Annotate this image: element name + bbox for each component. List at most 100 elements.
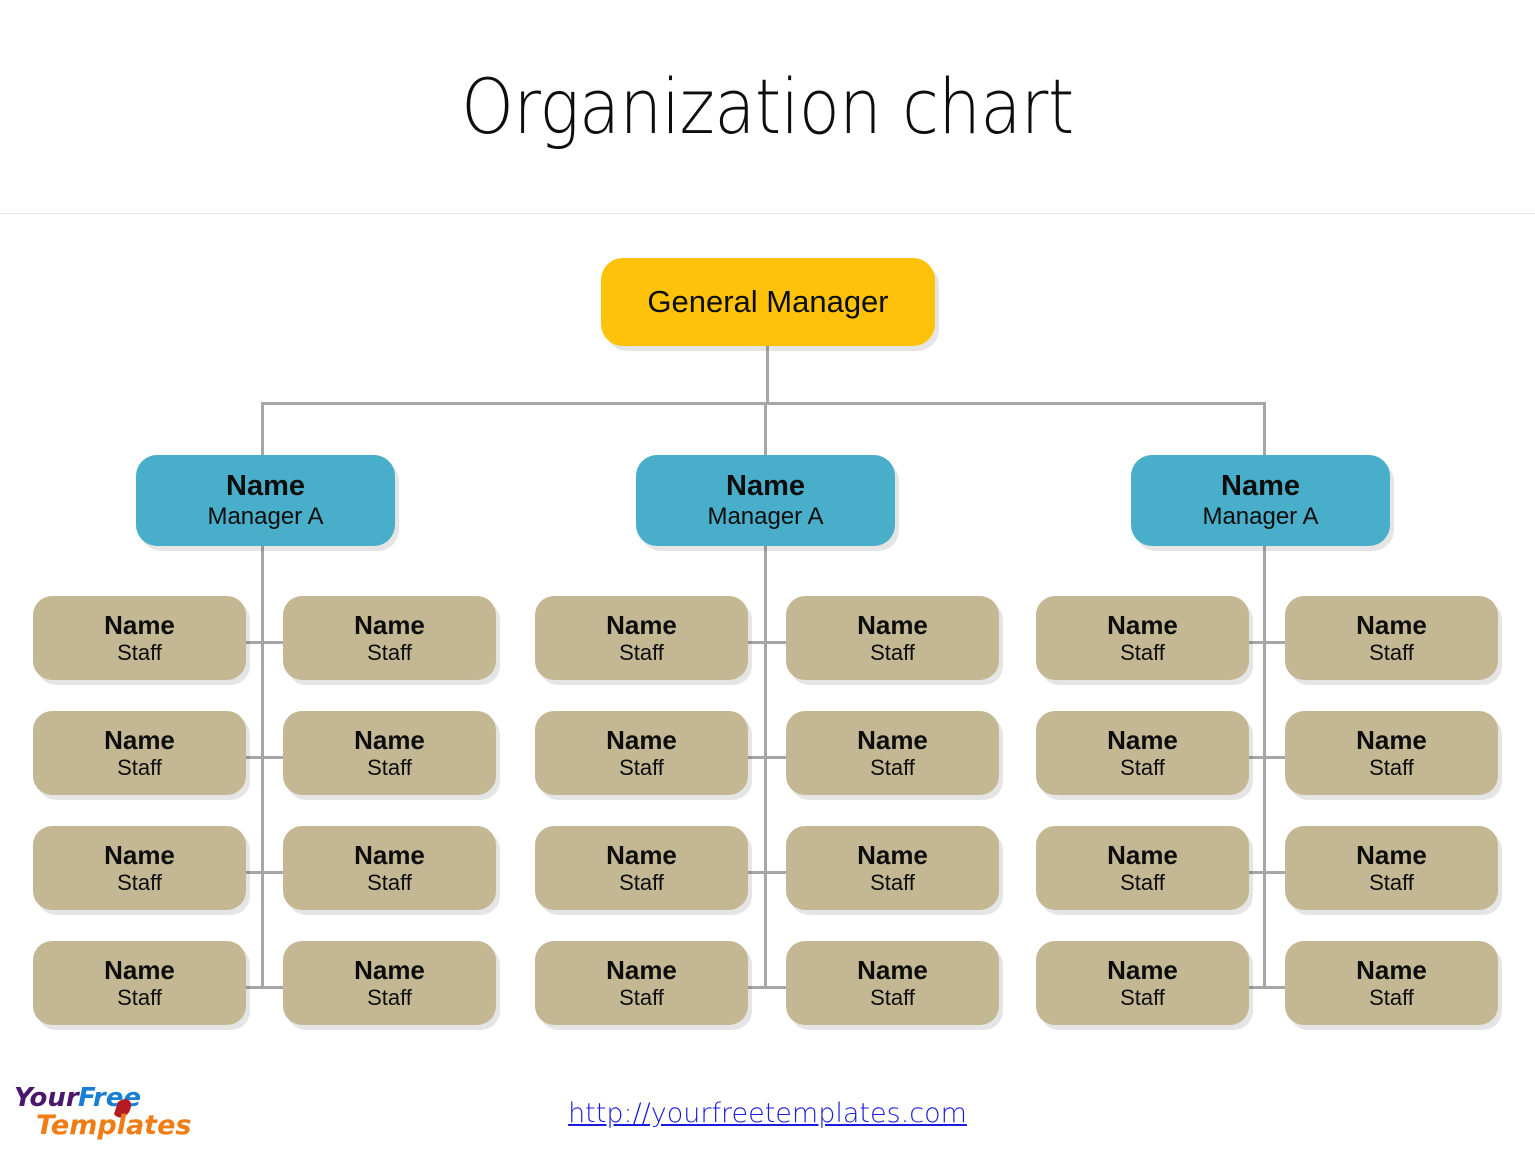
logo-word-free: Free bbox=[78, 1083, 141, 1113]
node-name: Name bbox=[354, 609, 425, 640]
logo-word-templates: Templates bbox=[36, 1110, 191, 1141]
connector-stub-b2-r2 bbox=[743, 756, 789, 759]
node-name: Name bbox=[104, 954, 175, 985]
node-staff-b2-r3[interactable]: Name Staff bbox=[786, 826, 999, 910]
node-name: Name bbox=[1107, 954, 1178, 985]
node-role: Staff bbox=[367, 984, 412, 1010]
node-staff-b3-r3[interactable]: Name Staff bbox=[1285, 826, 1498, 910]
node-staff-b1-r3[interactable]: Name Staff bbox=[283, 826, 496, 910]
node-manager-1[interactable]: Name Manager A bbox=[136, 455, 395, 546]
connector-spine-branch-2 bbox=[764, 545, 767, 988]
node-role: Staff bbox=[1369, 639, 1414, 665]
node-name: Name bbox=[1356, 724, 1427, 755]
node-name: Name bbox=[104, 839, 175, 870]
connector-stub-b2-r4 bbox=[743, 986, 789, 989]
node-role: Staff bbox=[619, 984, 664, 1010]
node-staff-b2-l2[interactable]: Name Staff bbox=[535, 711, 748, 795]
node-role: Staff bbox=[367, 639, 412, 665]
node-name: Name bbox=[1356, 609, 1427, 640]
node-staff-b3-r1[interactable]: Name Staff bbox=[1285, 596, 1498, 680]
connector-gm-down bbox=[766, 346, 769, 404]
node-name: Name bbox=[354, 724, 425, 755]
connector-stub-b3-r3 bbox=[1242, 871, 1288, 874]
logo-artwork: Your Free Templates bbox=[14, 1083, 191, 1141]
node-role: Staff bbox=[619, 869, 664, 895]
connector-drop-branch-2 bbox=[764, 402, 767, 457]
node-name: Name bbox=[726, 470, 805, 503]
connector-drop-branch-3 bbox=[1263, 402, 1266, 457]
node-role: Staff bbox=[619, 639, 664, 665]
connector-stub-b2-r1 bbox=[743, 641, 789, 644]
node-role: Staff bbox=[1369, 754, 1414, 780]
node-staff-b1-r4[interactable]: Name Staff bbox=[283, 941, 496, 1025]
node-name: Name bbox=[606, 954, 677, 985]
node-role: Manager A bbox=[707, 502, 824, 530]
node-staff-b2-r1[interactable]: Name Staff bbox=[786, 596, 999, 680]
node-staff-b2-r4[interactable]: Name Staff bbox=[786, 941, 999, 1025]
site-url-link[interactable]: http://yourfreetemplates.com bbox=[568, 1098, 967, 1129]
node-label: General Manager bbox=[647, 283, 889, 319]
node-manager-3[interactable]: Name Manager A bbox=[1131, 455, 1390, 546]
node-staff-b1-l4[interactable]: Name Staff bbox=[33, 941, 246, 1025]
node-role: Staff bbox=[117, 754, 162, 780]
node-name: Name bbox=[857, 609, 928, 640]
node-role: Staff bbox=[1120, 984, 1165, 1010]
node-role: Staff bbox=[619, 754, 664, 780]
connector-stub-b3-r4 bbox=[1242, 986, 1288, 989]
connector-stub-b1-r2 bbox=[240, 756, 286, 759]
connector-spine-branch-3 bbox=[1263, 545, 1266, 988]
node-role: Staff bbox=[1120, 869, 1165, 895]
node-staff-b1-l3[interactable]: Name Staff bbox=[33, 826, 246, 910]
node-manager-2[interactable]: Name Manager A bbox=[636, 455, 895, 546]
connector-bus bbox=[261, 402, 1266, 405]
connector-stub-b3-r1 bbox=[1242, 641, 1288, 644]
node-name: Name bbox=[354, 954, 425, 985]
node-staff-b1-r1[interactable]: Name Staff bbox=[283, 596, 496, 680]
node-staff-b3-r4[interactable]: Name Staff bbox=[1285, 941, 1498, 1025]
node-staff-b3-r2[interactable]: Name Staff bbox=[1285, 711, 1498, 795]
node-staff-b2-l3[interactable]: Name Staff bbox=[535, 826, 748, 910]
node-staff-b2-r2[interactable]: Name Staff bbox=[786, 711, 999, 795]
node-staff-b1-r2[interactable]: Name Staff bbox=[283, 711, 496, 795]
logo-word-your: Your bbox=[14, 1083, 81, 1113]
node-role: Manager A bbox=[1202, 502, 1319, 530]
node-staff-b3-l3[interactable]: Name Staff bbox=[1036, 826, 1249, 910]
node-name: Name bbox=[1107, 609, 1178, 640]
node-role: Staff bbox=[1369, 869, 1414, 895]
node-role: Staff bbox=[870, 869, 915, 895]
connector-stub-b1-r1 bbox=[240, 641, 286, 644]
node-general-manager[interactable]: General Manager bbox=[601, 258, 935, 346]
node-name: Name bbox=[354, 839, 425, 870]
node-staff-b2-l4[interactable]: Name Staff bbox=[535, 941, 748, 1025]
connector-stub-b3-r2 bbox=[1242, 756, 1288, 759]
node-role: Staff bbox=[870, 639, 915, 665]
connector-stub-b1-r3 bbox=[240, 871, 286, 874]
node-name: Name bbox=[606, 724, 677, 755]
page-title: Organization chart bbox=[461, 62, 1074, 151]
node-role: Staff bbox=[1120, 639, 1165, 665]
title-divider bbox=[0, 213, 1535, 214]
node-name: Name bbox=[606, 839, 677, 870]
connector-stub-b1-r4 bbox=[240, 986, 286, 989]
connector-drop-branch-1 bbox=[261, 402, 264, 457]
node-name: Name bbox=[1356, 954, 1427, 985]
node-role: Staff bbox=[367, 754, 412, 780]
node-name: Name bbox=[104, 724, 175, 755]
node-staff-b2-l1[interactable]: Name Staff bbox=[535, 596, 748, 680]
node-role: Manager A bbox=[207, 502, 324, 530]
node-staff-b1-l1[interactable]: Name Staff bbox=[33, 596, 246, 680]
node-role: Staff bbox=[1369, 984, 1414, 1010]
node-name: Name bbox=[1221, 470, 1300, 503]
node-staff-b3-l1[interactable]: Name Staff bbox=[1036, 596, 1249, 680]
node-role: Staff bbox=[117, 869, 162, 895]
node-name: Name bbox=[226, 470, 305, 503]
node-role: Staff bbox=[870, 754, 915, 780]
node-name: Name bbox=[857, 724, 928, 755]
node-name: Name bbox=[1107, 724, 1178, 755]
yourfreetemplates-logo: Your Free Templates bbox=[10, 1078, 225, 1144]
connector-spine-branch-1 bbox=[261, 545, 264, 988]
node-staff-b3-l2[interactable]: Name Staff bbox=[1036, 711, 1249, 795]
node-staff-b1-l2[interactable]: Name Staff bbox=[33, 711, 246, 795]
node-name: Name bbox=[1356, 839, 1427, 870]
node-staff-b3-l4[interactable]: Name Staff bbox=[1036, 941, 1249, 1025]
